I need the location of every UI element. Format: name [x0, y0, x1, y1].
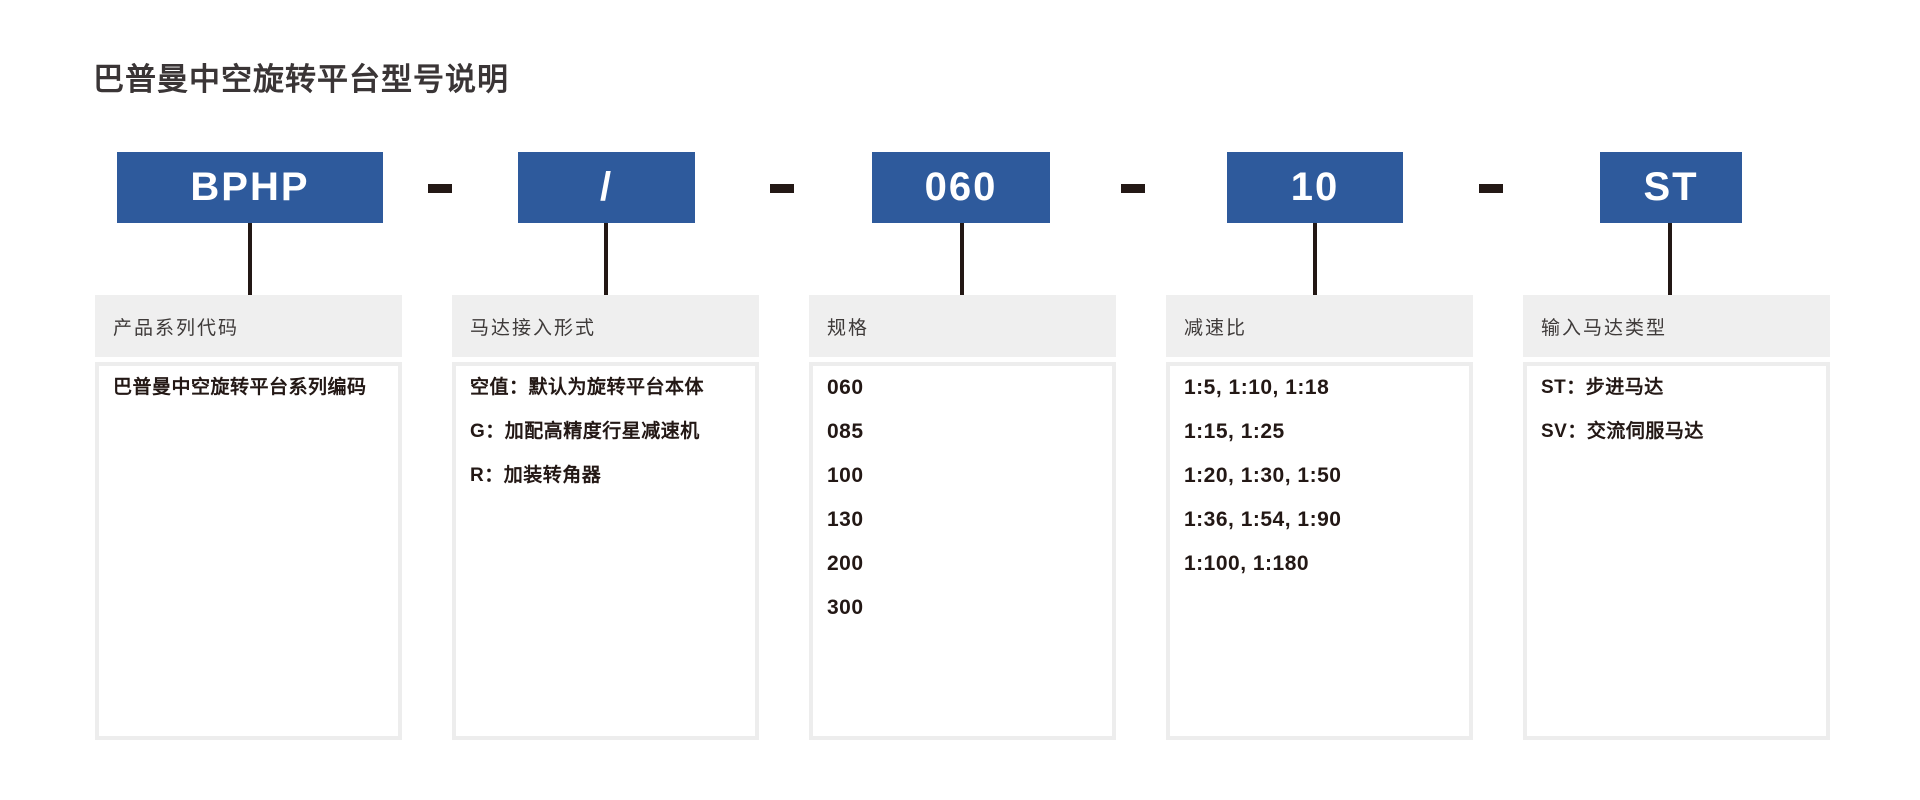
column-line: 1:20, 1:30, 1:50 [1184, 464, 1342, 487]
model-segment-box-motor-interface: / [518, 152, 695, 223]
model-segment-box-size: 060 [872, 152, 1050, 223]
column-line: 1:15, 1:25 [1184, 420, 1285, 443]
segment-code: 060 [924, 165, 998, 209]
column-line: 060 [827, 376, 864, 399]
column-header: 输入马达类型 [1523, 295, 1830, 357]
connector-line [960, 223, 964, 295]
column-line: 085 [827, 420, 864, 443]
column-line: 1:100, 1:180 [1184, 552, 1310, 575]
connector-line [604, 223, 608, 295]
column-line: 300 [827, 596, 864, 619]
segment-column-series: 产品系列代码 巴普曼中空旋转平台系列编码 [95, 295, 402, 740]
column-line: 130 [827, 508, 864, 531]
column-line: 1:5, 1:10, 1:18 [1184, 376, 1330, 399]
column-line: 空值：默认为旋转平台本体 [470, 377, 705, 398]
column-header: 马达接入形式 [452, 295, 759, 357]
column-line: G：加配高精度行星减速机 [470, 421, 700, 442]
column-header-label: 产品系列代码 [113, 317, 240, 339]
column-header: 规格 [809, 295, 1116, 357]
column-line: R：加装转角器 [470, 465, 602, 486]
segment-code: 10 [1290, 165, 1340, 209]
column-line: ST：步进马达 [1541, 377, 1664, 398]
connector-line [1668, 223, 1672, 295]
separator-dash [1121, 184, 1145, 193]
column-header-label: 规格 [827, 317, 870, 339]
segment-code: ST [1643, 165, 1699, 209]
column-header-label: 减速比 [1184, 317, 1248, 339]
separator-dash [1479, 184, 1503, 193]
model-segment-box-series: BPHP [117, 152, 383, 223]
segment-column-size: 规格 060 085 100 130 200 300 [809, 295, 1116, 740]
column-body: 巴普曼中空旋转平台系列编码 [95, 362, 402, 740]
column-body: 060 085 100 130 200 300 [809, 362, 1116, 740]
column-line: 100 [827, 464, 864, 487]
separator-dash [770, 184, 794, 193]
segment-column-ratio: 减速比 1:5, 1:10, 1:18 1:15, 1:25 1:20, 1:3… [1166, 295, 1473, 740]
column-line: 巴普曼中空旋转平台系列编码 [113, 377, 367, 398]
column-header-label: 马达接入形式 [470, 317, 597, 339]
segment-code: / [599, 165, 614, 209]
separator-dash [428, 184, 452, 193]
column-line: SV：交流伺服马达 [1541, 421, 1704, 442]
column-header: 减速比 [1166, 295, 1473, 357]
connector-line [248, 223, 252, 295]
column-line: 1:36, 1:54, 1:90 [1184, 508, 1342, 531]
connector-line [1313, 223, 1317, 295]
model-segment-box-ratio: 10 [1227, 152, 1403, 223]
column-body: 1:5, 1:10, 1:18 1:15, 1:25 1:20, 1:30, 1… [1166, 362, 1473, 740]
column-line: 200 [827, 552, 864, 575]
segment-code: BPHP [190, 165, 310, 209]
column-body: 空值：默认为旋转平台本体 G：加配高精度行星减速机 R：加装转角器 [452, 362, 759, 740]
page-title: 巴普曼中空旋转平台型号说明 [93, 62, 509, 97]
column-body: ST：步进马达 SV：交流伺服马达 [1523, 362, 1830, 740]
column-header: 产品系列代码 [95, 295, 402, 357]
segment-column-motor-type: 输入马达类型 ST：步进马达 SV：交流伺服马达 [1523, 295, 1830, 740]
segment-column-motor-interface: 马达接入形式 空值：默认为旋转平台本体 G：加配高精度行星减速机 R：加装转角器 [452, 295, 759, 740]
model-segment-box-motor-type: ST [1600, 152, 1742, 223]
column-header-label: 输入马达类型 [1541, 317, 1668, 339]
